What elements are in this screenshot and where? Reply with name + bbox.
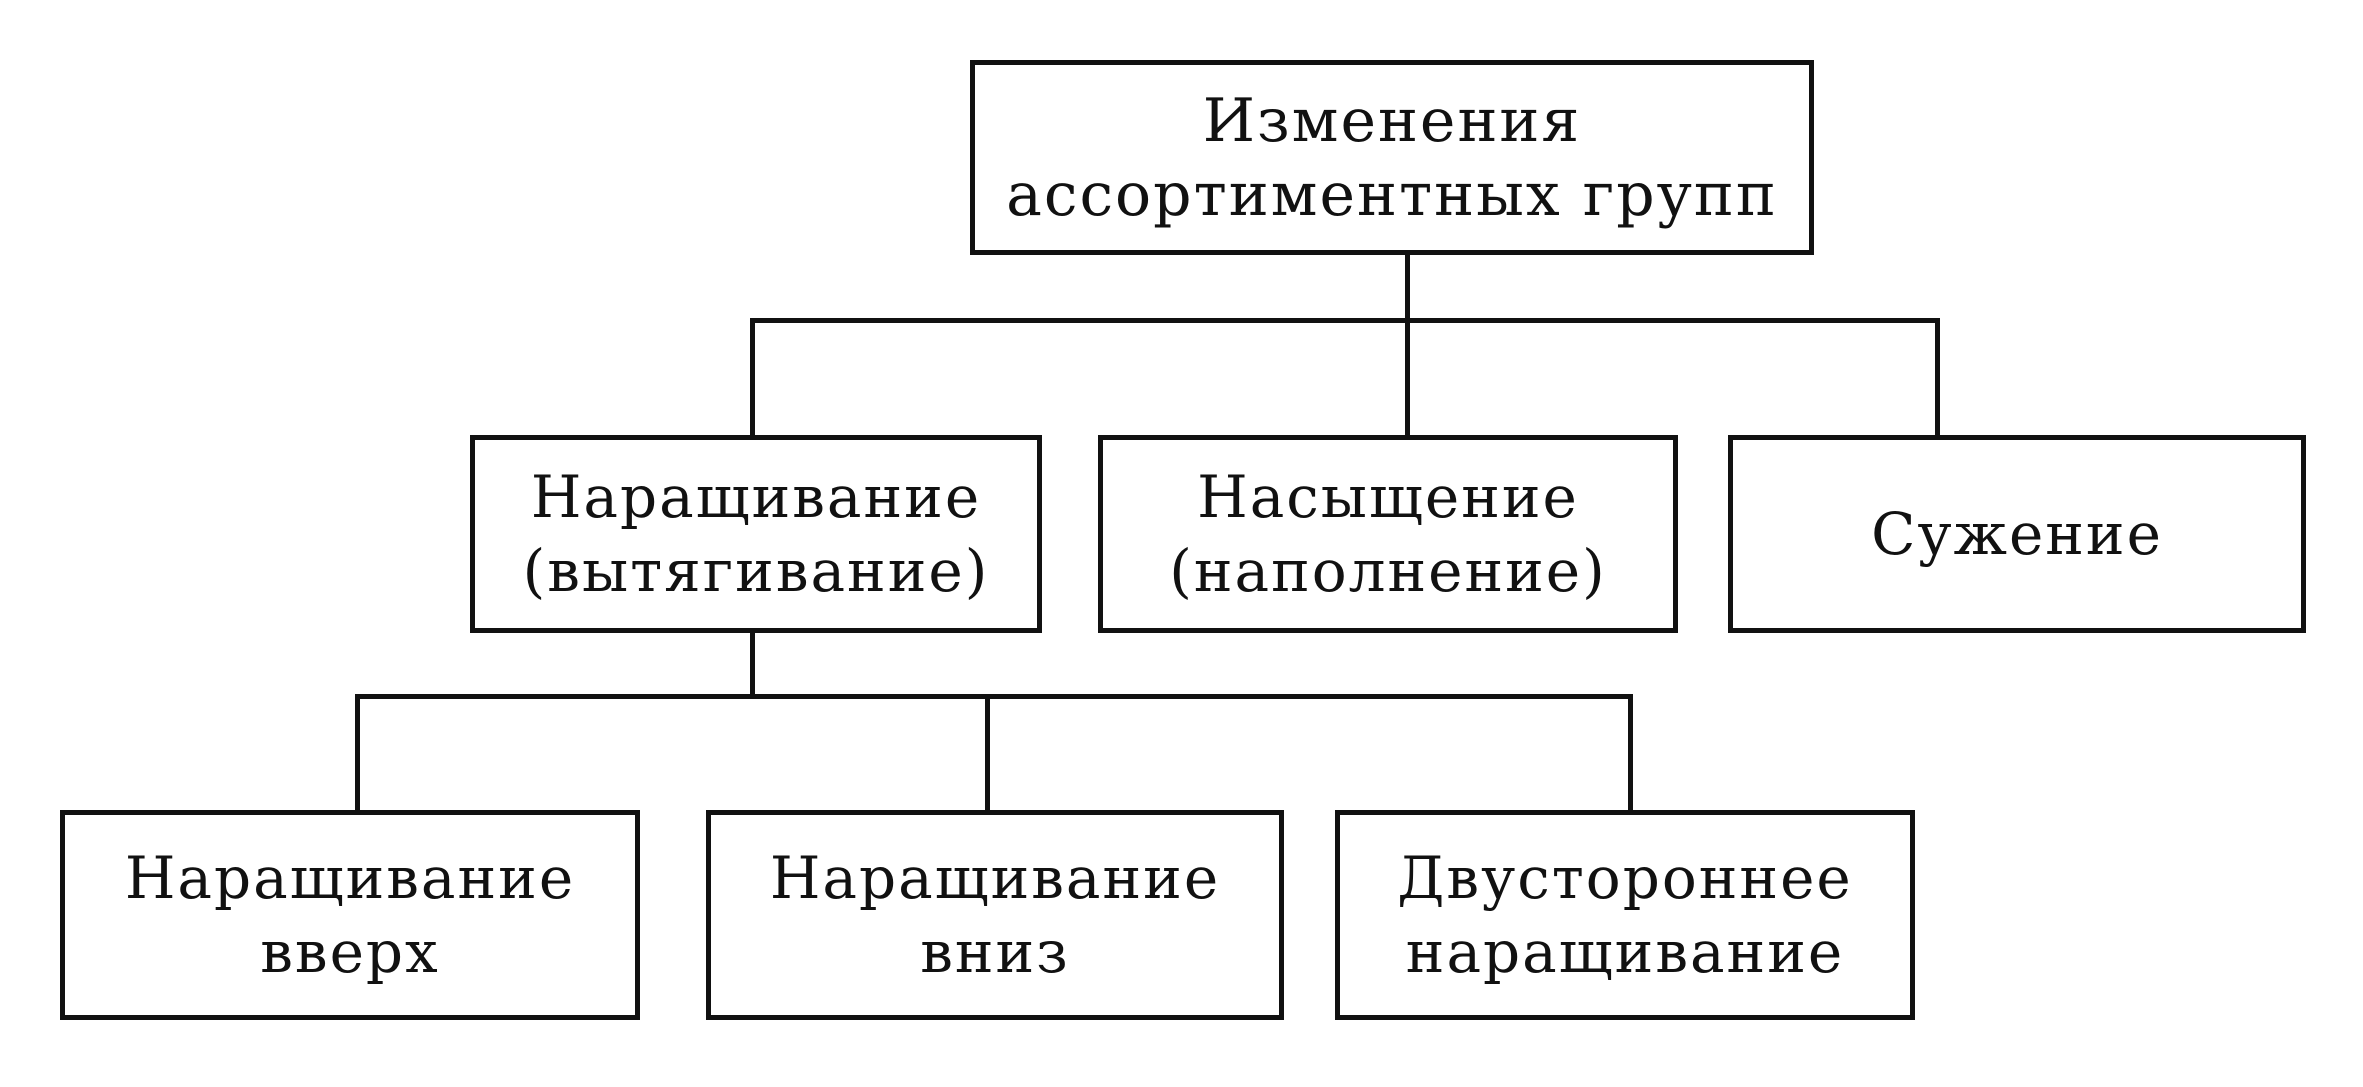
node-narrowing: Сужение (1728, 435, 2306, 633)
node-label-line: Насыщение (1197, 463, 1579, 531)
edge-to-two-way-extension (1628, 694, 1633, 814)
node-label-line: вниз (920, 918, 1070, 986)
edge-to-extension (750, 318, 755, 438)
edge-to-extension-down (985, 694, 990, 814)
node-label-line: наращивание (1405, 918, 1845, 986)
edge-to-extension-up (355, 694, 360, 814)
node-label-line: Наращивание (530, 463, 982, 531)
node-label-line: Двустороннее (1397, 844, 1853, 912)
node-label-line: Наращивание (769, 844, 1221, 912)
node-label-line: Изменения (1202, 85, 1582, 156)
edge-root-stem (1405, 252, 1410, 322)
node-label-line: ассортиментных групп (1006, 159, 1778, 230)
node-label-line: (наполнение) (1169, 537, 1607, 605)
node-extension: Наращивание (вытягивание) (470, 435, 1042, 633)
node-assortment-changes: Изменения ассортиментных групп (970, 60, 1814, 255)
node-label-line: вверх (260, 918, 440, 986)
edge-to-saturation (1405, 318, 1410, 438)
edge-level2-bus (355, 694, 1633, 699)
edge-extension-stem (750, 630, 755, 698)
node-extension-down: Наращивание вниз (706, 810, 1284, 1020)
node-extension-up: Наращивание вверх (60, 810, 640, 1020)
edge-level1-bus (750, 318, 1940, 323)
node-label-line: Наращивание (124, 844, 576, 912)
node-saturation: Насыщение (наполнение) (1098, 435, 1678, 633)
node-label-line: (вытягивание) (522, 537, 990, 605)
node-label-line: Сужение (1871, 500, 2163, 568)
edge-to-narrowing (1935, 318, 1940, 438)
node-two-way-extension: Двустороннее наращивание (1335, 810, 1915, 1020)
